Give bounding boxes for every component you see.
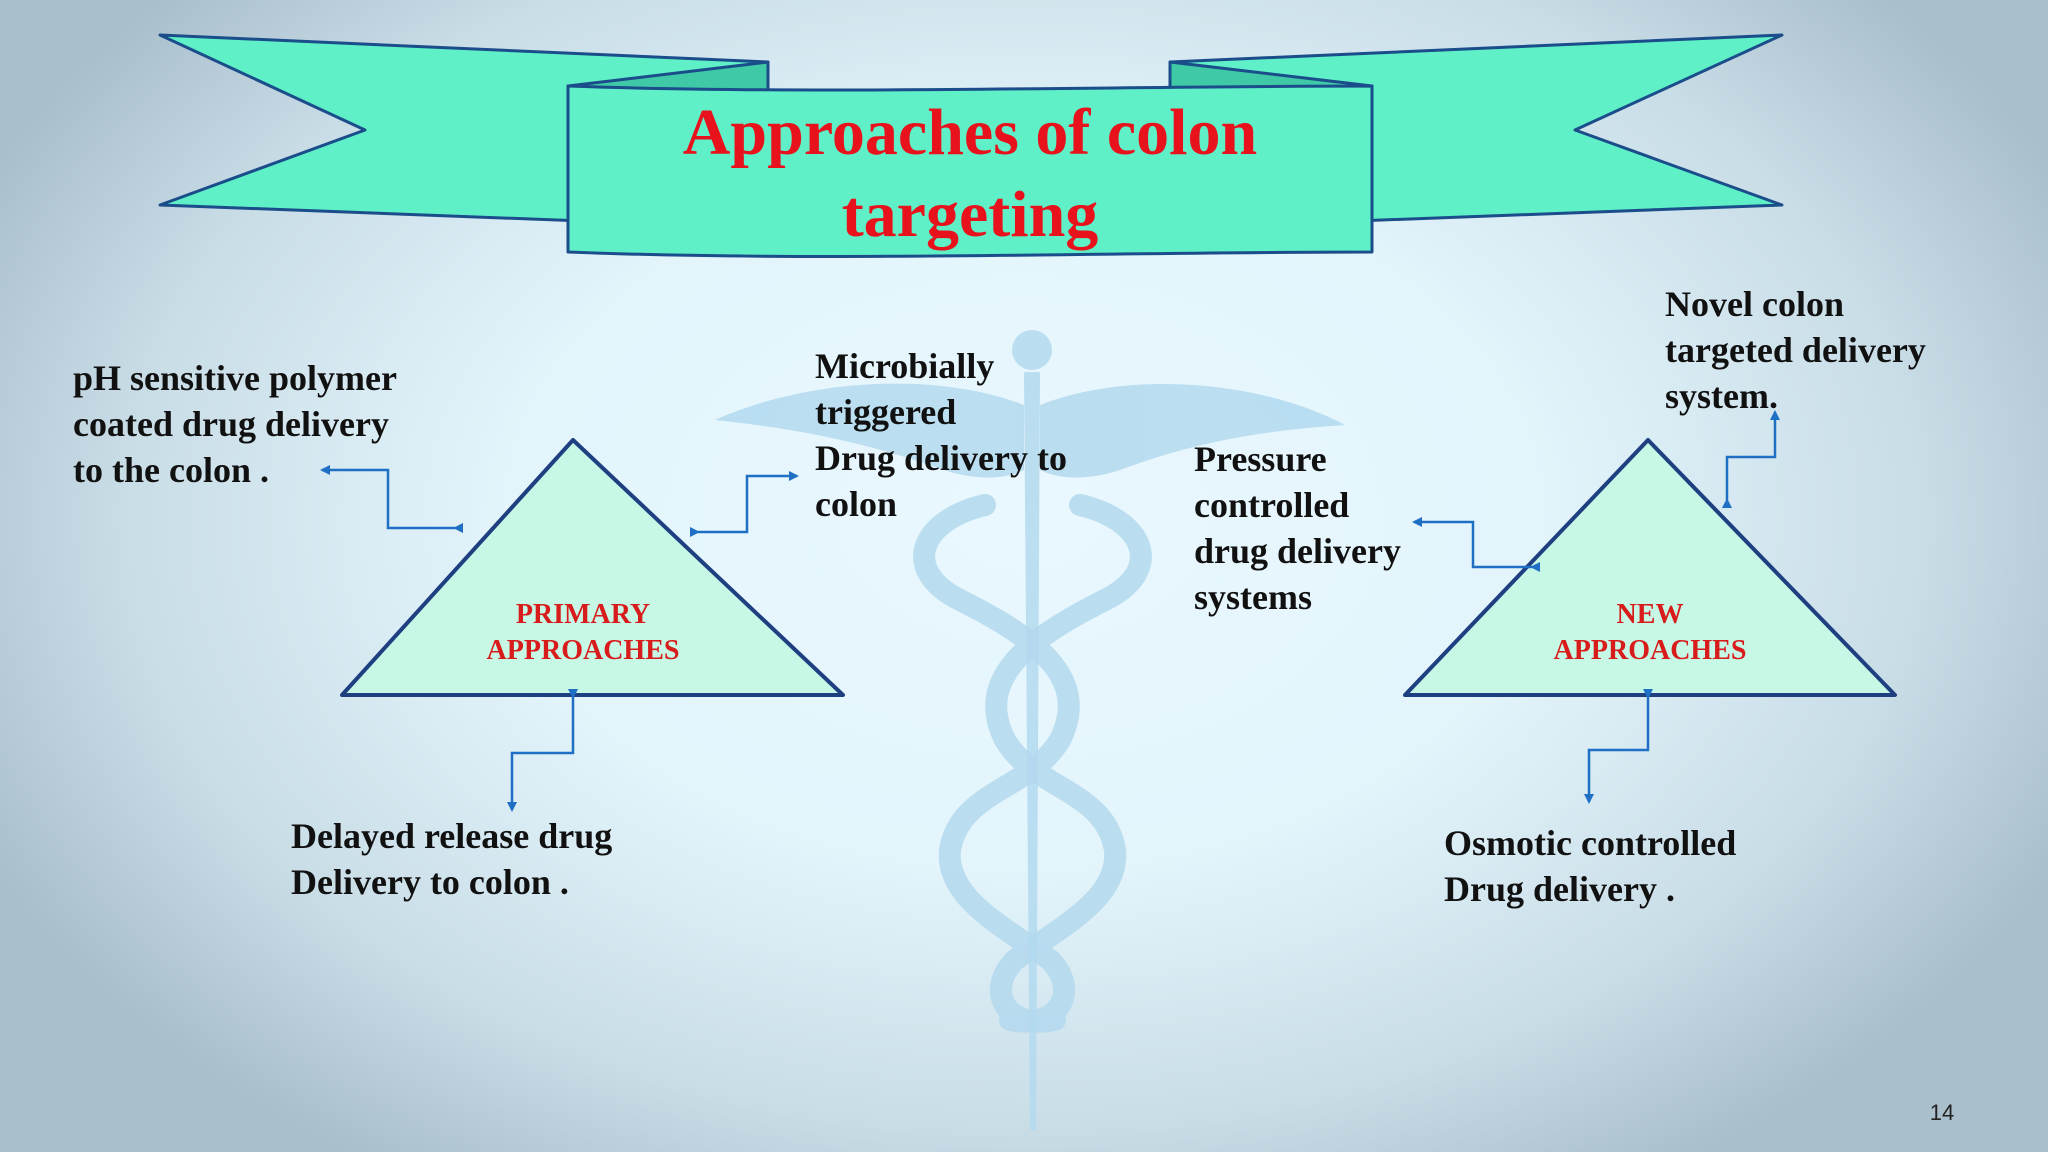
item-line: Drug delivery . — [1444, 869, 1675, 909]
item-line: Osmotic controlled — [1444, 823, 1737, 863]
item-line: targeted delivery — [1665, 330, 1926, 370]
item-line: controlled — [1194, 485, 1350, 525]
item-line: colon — [815, 484, 898, 524]
arrow-novel-connector — [1722, 410, 1780, 508]
page-title: Approaches of colon targeting — [570, 92, 1370, 256]
item-line: drug delivery — [1194, 531, 1401, 571]
item-line: Novel colon — [1665, 284, 1844, 324]
item-line: Delayed release drug — [291, 816, 613, 856]
arrow-pressure-connector — [1412, 517, 1540, 572]
new-label-line-2: APPROACHES — [1553, 635, 1747, 666]
arrow-osmotic-connector — [1584, 689, 1653, 804]
primary-approaches-triangle — [340, 438, 845, 697]
new-label-line-1: NEW — [1616, 599, 1684, 630]
item-line: Delivery to colon . — [291, 862, 569, 902]
ph-sensitive-polymer-item: pH sensitive polymer coated drug deliver… — [73, 355, 397, 493]
arrow-delayed-connector — [507, 689, 578, 812]
primary-approaches-label: PRIMARY APPROACHES — [443, 597, 723, 669]
arrow-ph-connector — [320, 465, 463, 533]
new-approaches-label: NEW APPROACHES — [1510, 597, 1790, 669]
item-line: systems — [1194, 577, 1312, 617]
item-line: to the colon . — [73, 450, 269, 490]
item-line: Pressure — [1194, 439, 1327, 479]
primary-label-line-2: APPROACHES — [486, 635, 680, 666]
microbially-triggered-item: Microbially triggered Drug delivery to c… — [815, 343, 1067, 527]
item-line: coated drug delivery — [73, 404, 389, 444]
item-line: pH sensitive polymer — [73, 358, 397, 398]
item-line: system. — [1665, 376, 1778, 416]
novel-colon-item: Novel colon targeted delivery system. — [1665, 281, 1926, 419]
osmotic-controlled-item: Osmotic controlled Drug delivery . — [1444, 820, 1736, 912]
title-line-2: targeting — [841, 178, 1099, 251]
pressure-controlled-item: Pressure controlled drug delivery system… — [1194, 436, 1401, 620]
item-line: Drug delivery to — [815, 438, 1067, 478]
item-line: Microbially — [815, 346, 995, 386]
arrow-microbial-connector — [690, 471, 799, 537]
title-line-1: Approaches of colon — [682, 96, 1258, 169]
page-number: 14 — [1929, 1100, 1955, 1125]
delayed-release-item: Delayed release drug Delivery to colon . — [291, 813, 612, 905]
item-line: triggered — [815, 392, 957, 432]
primary-label-line-1: PRIMARY — [515, 599, 651, 630]
